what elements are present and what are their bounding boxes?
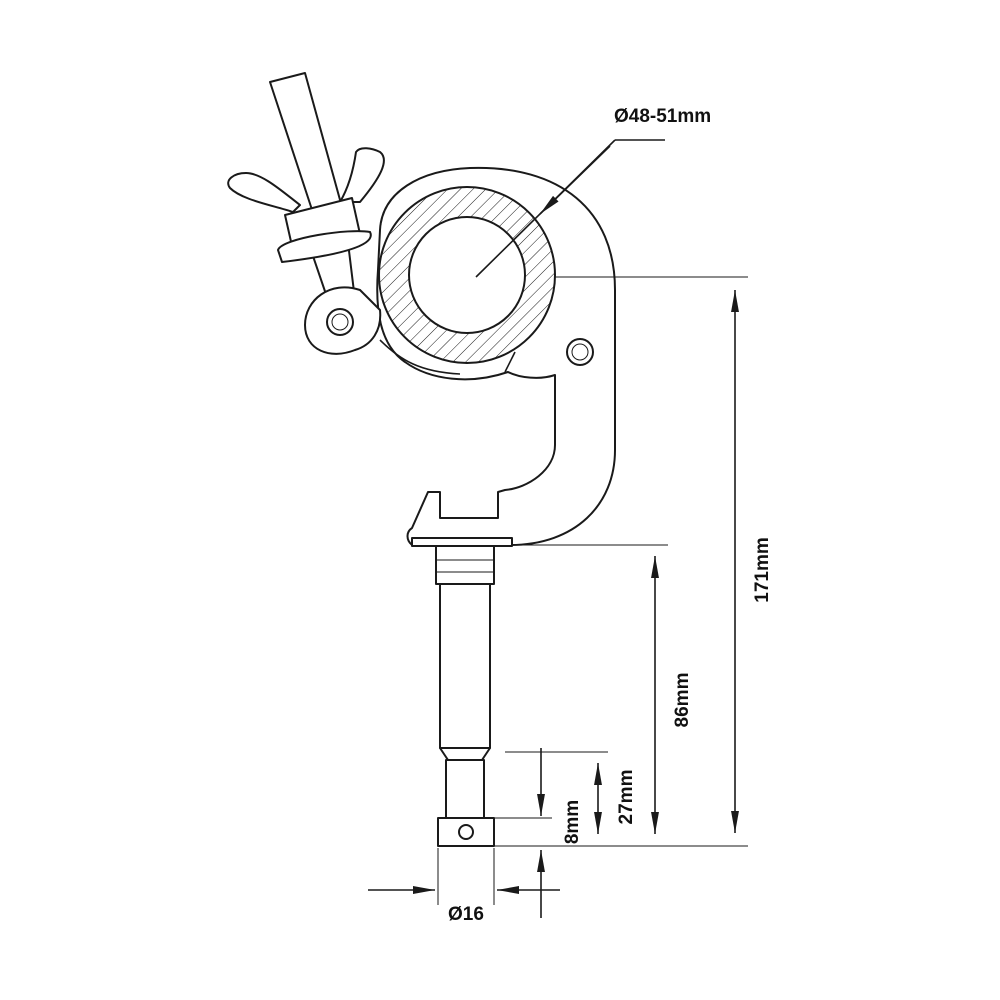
spigot-neck: [439, 747, 491, 761]
jaw-seam: [379, 339, 461, 375]
label-total-height: 171mm: [752, 537, 773, 603]
washer: [277, 230, 372, 263]
dimension-lines: [368, 139, 748, 918]
wing-right: [339, 147, 385, 203]
spigot-tip: [445, 759, 485, 819]
side-screw: [566, 338, 594, 366]
tube-section: [378, 186, 556, 364]
spigot-shaft: [439, 583, 491, 749]
wing-left: [227, 172, 301, 213]
spigot-collar: [435, 545, 495, 585]
label-spigot-tip: 27mm: [616, 770, 637, 825]
pivot-pin: [326, 308, 354, 336]
label-groove: 8mm: [562, 800, 583, 844]
wing-bolt: [227, 72, 385, 307]
label-spigot-diameter: Ø16: [448, 904, 484, 925]
label-tube-diameter: Ø48-51mm: [614, 106, 711, 127]
spigot: [411, 537, 513, 847]
spigot-hole: [458, 824, 474, 840]
label-spigot-length: 86mm: [672, 673, 693, 728]
